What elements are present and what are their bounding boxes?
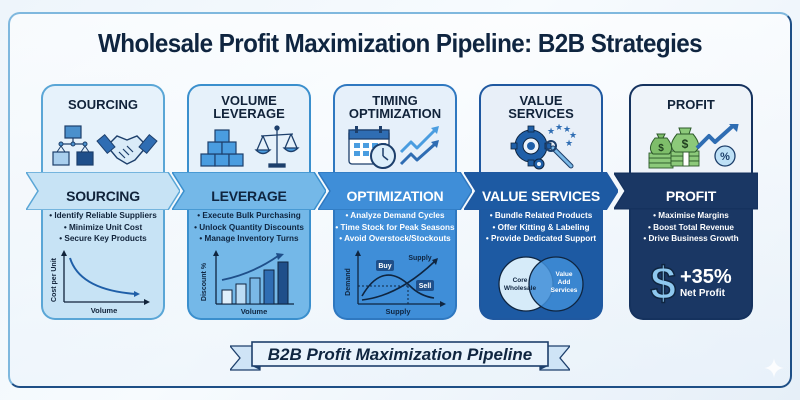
svg-text:$: $ xyxy=(682,137,689,151)
chevron-banner xyxy=(318,172,472,210)
stage-icons xyxy=(189,124,309,170)
network-containers-icon xyxy=(52,125,94,166)
stacked-boxes-icon xyxy=(200,129,244,167)
svg-text:★: ★ xyxy=(547,127,555,137)
profit-value: +35% xyxy=(679,266,732,288)
svg-text:Wholesale: Wholesale xyxy=(504,285,537,292)
clock-icon xyxy=(370,143,396,169)
stage-banner-title: VALUE SERVICES xyxy=(481,188,601,204)
svg-text:$: $ xyxy=(658,143,664,154)
svg-text:%: % xyxy=(720,151,730,163)
stage-header: VOLUME LEVERAGE xyxy=(213,93,285,121)
stage-header-card: VALUE SERVICES ★★★★★ xyxy=(479,84,603,174)
trend-arrows-icon xyxy=(399,126,439,166)
percent-icon: % xyxy=(714,145,736,167)
svg-text:Cost per Unit: Cost per Unit xyxy=(51,257,58,302)
handshake-icon xyxy=(96,133,158,165)
svg-text:Core: Core xyxy=(513,277,528,284)
wrench-icon xyxy=(545,140,574,169)
footer-ribbon xyxy=(230,341,570,371)
supply-demand-chart: Buy Sell Supply Demand Supply xyxy=(345,250,446,316)
stage-sourcing: SOURCING xyxy=(26,84,180,320)
stage-banner-title: SOURCING xyxy=(66,188,140,204)
stage-banner-title: LEVERAGE xyxy=(211,188,287,204)
stars-icon: ★★★★★ xyxy=(547,123,577,149)
svg-text:★: ★ xyxy=(565,139,573,149)
stage-header-card: SOURCING xyxy=(41,84,165,174)
stage-icons xyxy=(335,124,455,170)
stage-banner-title: PROFIT xyxy=(665,188,717,204)
stage-banner-title: OPTIMIZATION xyxy=(346,188,444,204)
stage-header: PROFIT xyxy=(667,97,715,112)
profit-label: Net Profit xyxy=(679,288,725,299)
svg-text:Buy: Buy xyxy=(378,263,391,270)
svg-text:★: ★ xyxy=(563,125,571,135)
cost-volume-chart: Cost per Unit Volume xyxy=(51,250,150,315)
up-arrow-icon xyxy=(695,122,739,150)
stage-header-card: PROFIT $ $ xyxy=(629,84,753,174)
svg-text:★: ★ xyxy=(569,131,577,141)
svg-text:Discount %: Discount % xyxy=(201,262,208,301)
stage-profit: PROFIT $ $ xyxy=(614,84,758,320)
discount-volume-chart: Discount % Volume xyxy=(201,250,294,316)
chevron-banner xyxy=(172,172,326,210)
stage-header-card: TIMING OPTIMIZATION xyxy=(333,84,457,174)
chevron-banner xyxy=(464,172,618,210)
balance-scale-icon xyxy=(254,125,300,168)
svg-text:Volume: Volume xyxy=(241,307,268,316)
cash-stack-icon xyxy=(648,150,700,169)
stage-header: SOURCING xyxy=(67,97,139,112)
page-title: Wholesale Profit Maximization Pipeline: … xyxy=(97,28,703,58)
svg-text:Sell: Sell xyxy=(419,283,432,290)
chevron-banner xyxy=(614,172,758,210)
venn-diagram: Core Wholesale Value Add Services xyxy=(498,256,584,312)
stage-bullets: • Execute Bulk Purchasing • Unlock Quant… xyxy=(194,211,304,243)
stage-icons: ★★★★★ xyxy=(481,123,601,170)
sparkle-icon xyxy=(764,358,784,378)
stage-header: TIMING OPTIMIZATION xyxy=(348,93,442,121)
gear-icon xyxy=(510,125,552,170)
dollar-icon: $ xyxy=(650,257,677,309)
stage-icons: $ $ % xyxy=(631,122,751,170)
footer-ribbon-label: B2B Profit Maximization Pipeline xyxy=(267,345,533,364)
svg-text:Add: Add xyxy=(558,279,571,286)
money-bags-icon: $ $ xyxy=(649,127,699,155)
stage-bullets: • Bundle Related Products • Offer Kittin… xyxy=(485,211,597,243)
stage-value-services: VALUE SERVICES ★★★★★ xyxy=(464,84,618,320)
stage-optimization: TIMING OPTIMIZATION xyxy=(318,84,472,320)
stage-bullets: • Maximise Margins • Boost Total Revenue… xyxy=(643,211,739,243)
stage-header-card: VOLUME LEVERAGE xyxy=(187,84,311,174)
svg-text:Volume: Volume xyxy=(91,306,118,315)
chevron-banner xyxy=(26,172,180,210)
net-profit-highlight: $ +35% Net Profit xyxy=(634,250,748,316)
svg-text:Value: Value xyxy=(556,271,573,278)
svg-text:Demand: Demand xyxy=(345,268,352,296)
svg-text:Services: Services xyxy=(551,287,578,294)
svg-text:Supply: Supply xyxy=(408,255,431,262)
stage-bullets: • Analyze Demand Cycles • Time Stock for… xyxy=(335,211,455,243)
stage-icons xyxy=(43,124,163,170)
stage-header: VALUE SERVICES xyxy=(508,93,574,121)
stage-leverage: VOLUME LEVERAGE xyxy=(172,84,326,320)
svg-text:Supply: Supply xyxy=(385,307,411,316)
stage-bullets: • Identify Reliable Suppliers • Minimize… xyxy=(49,211,157,243)
svg-text:★: ★ xyxy=(555,124,563,133)
